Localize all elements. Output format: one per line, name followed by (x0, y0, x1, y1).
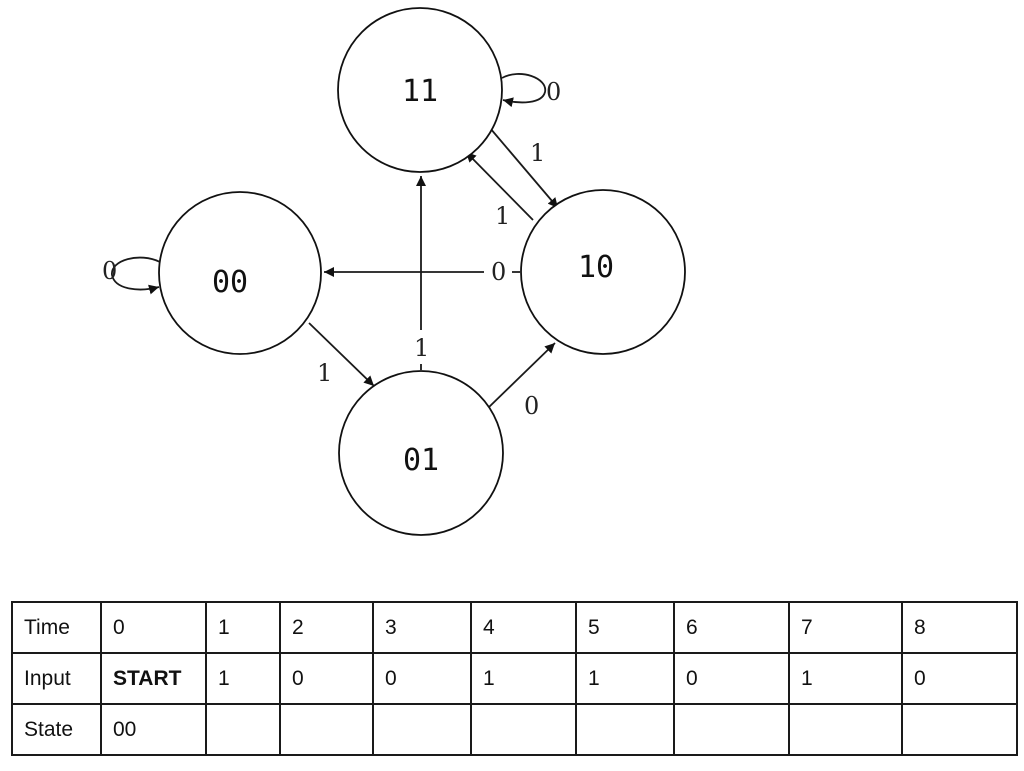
edge-label-01-to-11: 1 (414, 334, 429, 362)
state-label-01: 01 (403, 443, 439, 478)
table-cell: 0 (673, 652, 790, 705)
table-cell: 1 (205, 601, 281, 654)
table-cell-empty[interactable] (279, 703, 374, 756)
table-cell: 1 (788, 652, 903, 705)
table-cell: 8 (901, 601, 1018, 654)
table-cell-empty[interactable] (205, 703, 281, 756)
row-header-time: Time (11, 601, 102, 654)
row-header-state: State (11, 703, 102, 756)
state-node-11: 11 (337, 7, 503, 173)
table-cell: 5 (575, 601, 675, 654)
edge-11-self-loop (501, 73, 546, 108)
state-label-00: 00 (212, 265, 248, 300)
row-header-input: Input (11, 652, 102, 705)
edge-11-to-10 (489, 127, 559, 209)
edge-10-to-11 (465, 151, 534, 221)
edge-01-to-10 (487, 342, 556, 409)
table-cell-empty[interactable] (470, 703, 577, 756)
table-cell-empty[interactable] (372, 703, 472, 756)
table-cell: 7 (788, 601, 903, 654)
table-cell-empty[interactable] (673, 703, 790, 756)
table-cell: 0 (372, 652, 472, 705)
table-cell: 00 (100, 703, 207, 756)
table-cell: 0 (901, 652, 1018, 705)
edge-label-01-to-10: 0 (524, 392, 539, 420)
edge-label-10-to-00: 0 (491, 258, 506, 286)
table-cell: 1 (470, 652, 577, 705)
table-cell: 4 (470, 601, 577, 654)
table-cell-empty[interactable] (575, 703, 675, 756)
table-cell: 1 (575, 652, 675, 705)
table-cell-empty[interactable] (788, 703, 903, 756)
state-node-01: 01 (338, 370, 504, 536)
table-cell: 1 (205, 652, 281, 705)
table-cell: 0 (100, 601, 207, 654)
table-cell-empty[interactable] (901, 703, 1018, 756)
table-cell: 0 (279, 652, 374, 705)
edge-label-11-self: 0 (546, 78, 561, 106)
table-cell-start: START (100, 652, 207, 705)
table-cell: 2 (279, 601, 374, 654)
state-node-00: 00 (158, 191, 322, 355)
table-row-time: Time 0 1 2 3 4 5 6 7 8 (11, 601, 1018, 654)
edge-00-to-01 (308, 322, 375, 387)
edge-label-00-self: 0 (102, 257, 117, 285)
table-cell: 6 (673, 601, 790, 654)
state-node-10: 10 (520, 189, 686, 355)
table-row-state: State 00 (11, 703, 1018, 756)
edge-00-self-loop (111, 256, 161, 295)
edge-label-10-to-11: 1 (495, 202, 510, 230)
table-row-input: Input START 1 0 0 1 1 0 1 0 (11, 652, 1018, 705)
table-cell: 3 (372, 601, 472, 654)
state-label-10: 10 (578, 250, 614, 285)
state-trace-table: Time 0 1 2 3 4 5 6 7 8 Input START 1 0 0… (11, 601, 1018, 756)
state-label-11: 11 (402, 74, 438, 109)
edge-label-00-to-01: 1 (317, 359, 332, 387)
state-diagram: 0 1 1 0 1 1 0 0 11 00 10 01 (102, 7, 686, 536)
edge-label-11-to-10: 1 (530, 139, 545, 167)
